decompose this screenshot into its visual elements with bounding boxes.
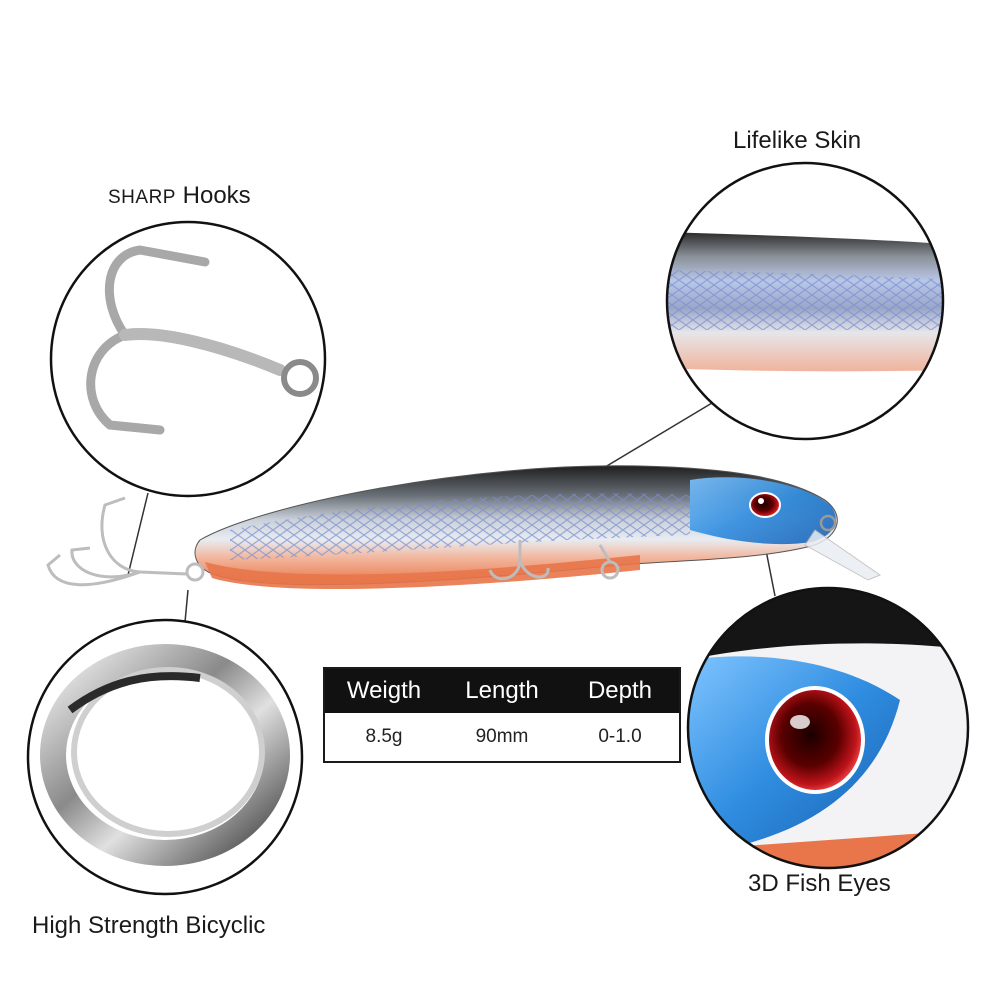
skin-detail: [665, 161, 945, 441]
fishing-lure: [46, 465, 882, 590]
specs-header-weight: Weigth: [346, 677, 422, 704]
eyes-label: 3D Fish Eyes: [748, 870, 891, 897]
eyes-detail: [686, 586, 970, 870]
split-ring-detail: [26, 618, 304, 896]
hooks-label-rest: Hooks: [175, 182, 251, 209]
specs-value-length: 90mm: [475, 726, 529, 747]
specs-header-length: Length: [465, 677, 539, 704]
specs-value-weight: 8.5g: [365, 726, 403, 747]
specs-header-row: Weigth Length Depth: [325, 669, 679, 713]
hooks-label: SHARP Hooks: [108, 182, 251, 210]
hooks-detail: [49, 220, 327, 498]
specs-table: Weigth Length Depth 8.5g 90mm 0-1.0: [323, 667, 681, 763]
hooks-label-prefix: SHARP: [108, 187, 176, 208]
specs-value-depth: 0-1.0: [598, 726, 642, 747]
specs-value-row: 8.5g 90mm 0-1.0: [325, 713, 679, 761]
ring-label: High Strength Bicyclic: [32, 912, 266, 939]
specs-header-depth: Depth: [587, 677, 653, 704]
skin-label: Lifelike Skin: [733, 127, 862, 154]
